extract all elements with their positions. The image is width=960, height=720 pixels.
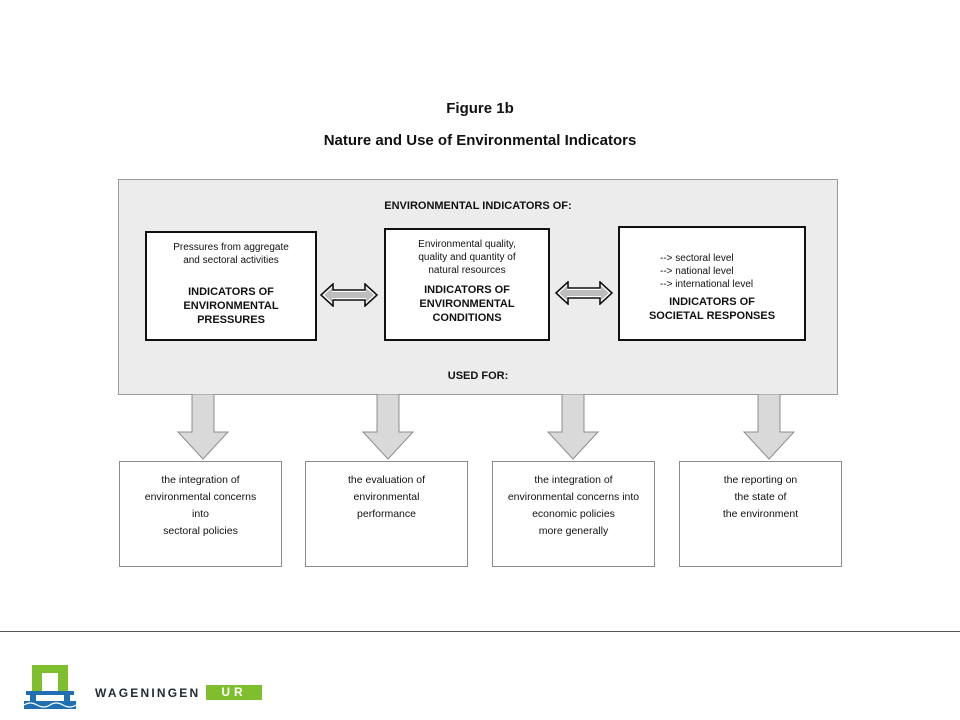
use-line: more generally	[538, 525, 609, 537]
use-box-performance-evaluation: the evaluation of environmental performa…	[305, 461, 468, 567]
down-arrow-icon	[177, 394, 229, 460]
title-line: ENVIRONMENTAL	[183, 300, 279, 312]
use-line: the evaluation of	[347, 474, 426, 486]
pressures-indicator-box: Pressures from aggregate and sectoral ac…	[145, 231, 317, 341]
desc-line: --> national level	[660, 266, 734, 277]
desc-line: natural resources	[428, 265, 506, 276]
responses-indicator-box: --> sectoral level --> national level --…	[618, 226, 806, 341]
down-arrow-icon	[362, 394, 414, 460]
down-arrow-icon	[743, 394, 795, 460]
title-line: INDICATORS OF	[188, 286, 274, 298]
use-line: the environment	[722, 508, 799, 520]
double-arrow-icon	[555, 281, 613, 305]
conditions-title: INDICATORS OF ENVIRONMENTAL CONDITIONS	[386, 283, 548, 325]
use-line: environmental concerns	[144, 491, 257, 503]
pressures-description: Pressures from aggregate and sectoral ac…	[147, 241, 315, 267]
conditions-indicator-box: Environmental quality, quality and quant…	[384, 228, 550, 341]
title-line: SOCIETAL RESPONSES	[648, 310, 776, 322]
desc-line: --> international level	[660, 279, 754, 290]
down-arrow-icon	[547, 394, 599, 460]
use-line: performance	[357, 508, 416, 520]
title-line: PRESSURES	[197, 314, 265, 326]
use-box-sectoral-integration: the integration of environmental concern…	[119, 461, 282, 567]
brand-name: WAGENINGEN	[95, 686, 201, 700]
wageningen-logo-icon	[24, 665, 76, 709]
use-line: sectoral policies	[163, 525, 238, 537]
figure-label: Figure 1b	[446, 100, 514, 117]
title-line: INDICATORS OF	[669, 296, 755, 308]
use-line: the reporting on	[723, 474, 798, 486]
brand-badge: UR	[206, 685, 262, 700]
title-line: CONDITIONS	[432, 312, 502, 324]
use-line: the state of	[734, 491, 787, 503]
figure-title: Nature and Use of Environmental Indicato…	[323, 132, 637, 149]
desc-line: Environmental quality,	[418, 239, 516, 250]
pressures-title: INDICATORS OF ENVIRONMENTAL PRESSURES	[147, 285, 315, 327]
use-line: the integration of	[534, 474, 613, 486]
use-box-state-reporting: the reporting on the state of the enviro…	[679, 461, 842, 567]
conditions-description: Environmental quality, quality and quant…	[386, 238, 548, 277]
desc-line: Pressures from aggregate	[173, 242, 289, 253]
title-line: ENVIRONMENTAL	[419, 298, 515, 310]
used-for-label: USED FOR:	[447, 370, 509, 382]
use-line: environmental	[353, 491, 420, 503]
footer-divider	[0, 631, 960, 632]
double-arrow-icon	[320, 283, 378, 307]
title-line: INDICATORS OF	[424, 284, 510, 296]
desc-line: quality and quantity of	[418, 252, 516, 263]
responses-title: INDICATORS OF SOCIETAL RESPONSES	[620, 295, 804, 323]
desc-line: and sectoral activities	[183, 255, 279, 266]
use-box-economic-integration: the integration of environmental concern…	[492, 461, 655, 567]
use-line: the integration of	[161, 474, 240, 486]
use-line: economic policies	[532, 508, 615, 520]
use-line: environmental concerns into	[507, 491, 640, 503]
responses-description: --> sectoral level --> national level --…	[620, 252, 804, 291]
panel-heading: ENVIRONMENTAL INDICATORS OF:	[384, 200, 572, 212]
desc-line: --> sectoral level	[660, 253, 734, 264]
use-line: into	[192, 508, 209, 520]
